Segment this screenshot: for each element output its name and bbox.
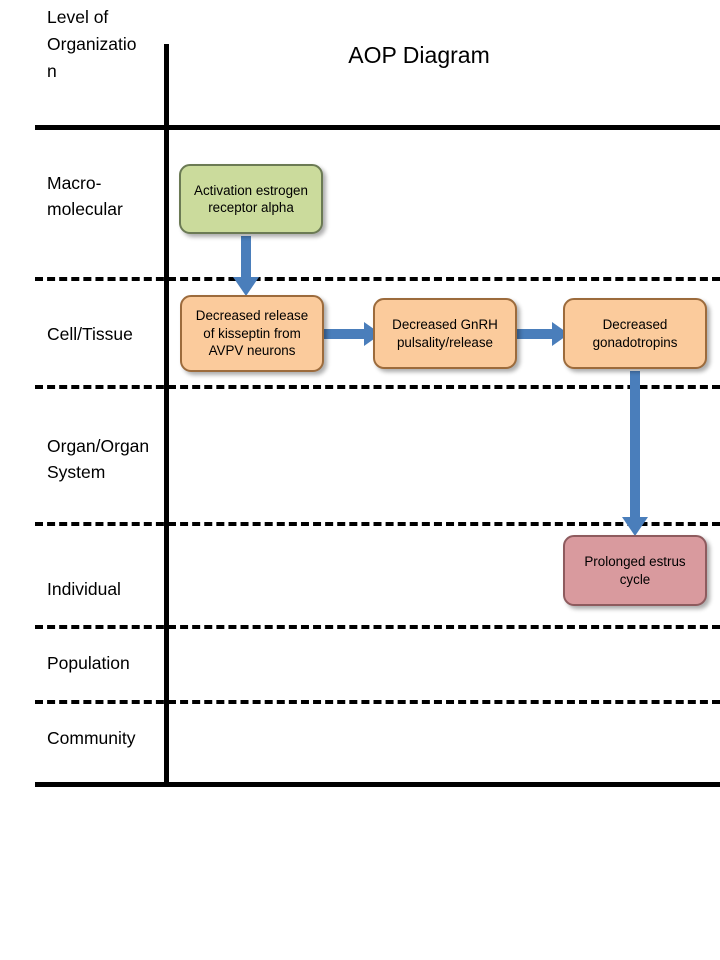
node-label: Decreased GnRH pulsality/release [392, 317, 498, 350]
arrow-shaft [241, 236, 251, 278]
level-label-cell-tissue: Cell/Tissue [47, 324, 133, 344]
level-label-organ-system: Organ/Organ System [47, 436, 150, 482]
arrow-shaft [516, 329, 553, 339]
divider-cell-organ [35, 385, 720, 389]
arrow-head [622, 517, 648, 536]
top-axis-line [35, 125, 720, 130]
node-decreased-gnrh-pulsality[interactable]: Decreased GnRH pulsality/release [373, 298, 517, 369]
divider-macromolecular-cell [35, 277, 720, 281]
node-decreased-kisseptin-release[interactable]: Decreased release of kisseptin from AVPV… [180, 295, 324, 372]
arrow-gonadotropins-to-estrus [622, 371, 648, 536]
level-label-individual: Individual [47, 579, 121, 599]
page-title: AOP Diagram [348, 42, 490, 68]
node-activation-estrogen-receptor-alpha[interactable]: Activation estrogen receptor alpha [179, 164, 323, 234]
node-label: Prolonged estrus cycle [584, 554, 686, 587]
node-label: Decreased gonadotropins [592, 317, 678, 350]
level-label-population: Population [47, 653, 130, 673]
arrow-shaft [321, 329, 365, 339]
vertical-axis-line [164, 44, 169, 786]
level-label-macromolecular: Macro- molecular [47, 173, 123, 219]
arrow-shaft [630, 371, 640, 518]
node-label: Activation estrogen receptor alpha [194, 182, 308, 216]
axis-header-label: Level of Organizatio n [47, 7, 137, 81]
divider-population-community [35, 700, 720, 704]
arrow-gnrh-to-gonadotropins [516, 322, 569, 346]
node-label: Decreased release of kisseptin from AVPV… [195, 308, 309, 359]
arrow-kisseptin-to-gnrh [321, 322, 381, 346]
node-decreased-gonadotropins[interactable]: Decreased gonadotropins [563, 298, 707, 369]
divider-organ-individual [35, 522, 720, 526]
arrow-head [233, 277, 259, 296]
arrow-er-to-kisseptin [233, 236, 259, 296]
node-prolonged-estrus-cycle[interactable]: Prolonged estrus cycle [563, 535, 707, 606]
level-label-community: Community [47, 728, 136, 748]
bottom-axis-line [35, 782, 720, 787]
divider-individual-population [35, 625, 720, 629]
